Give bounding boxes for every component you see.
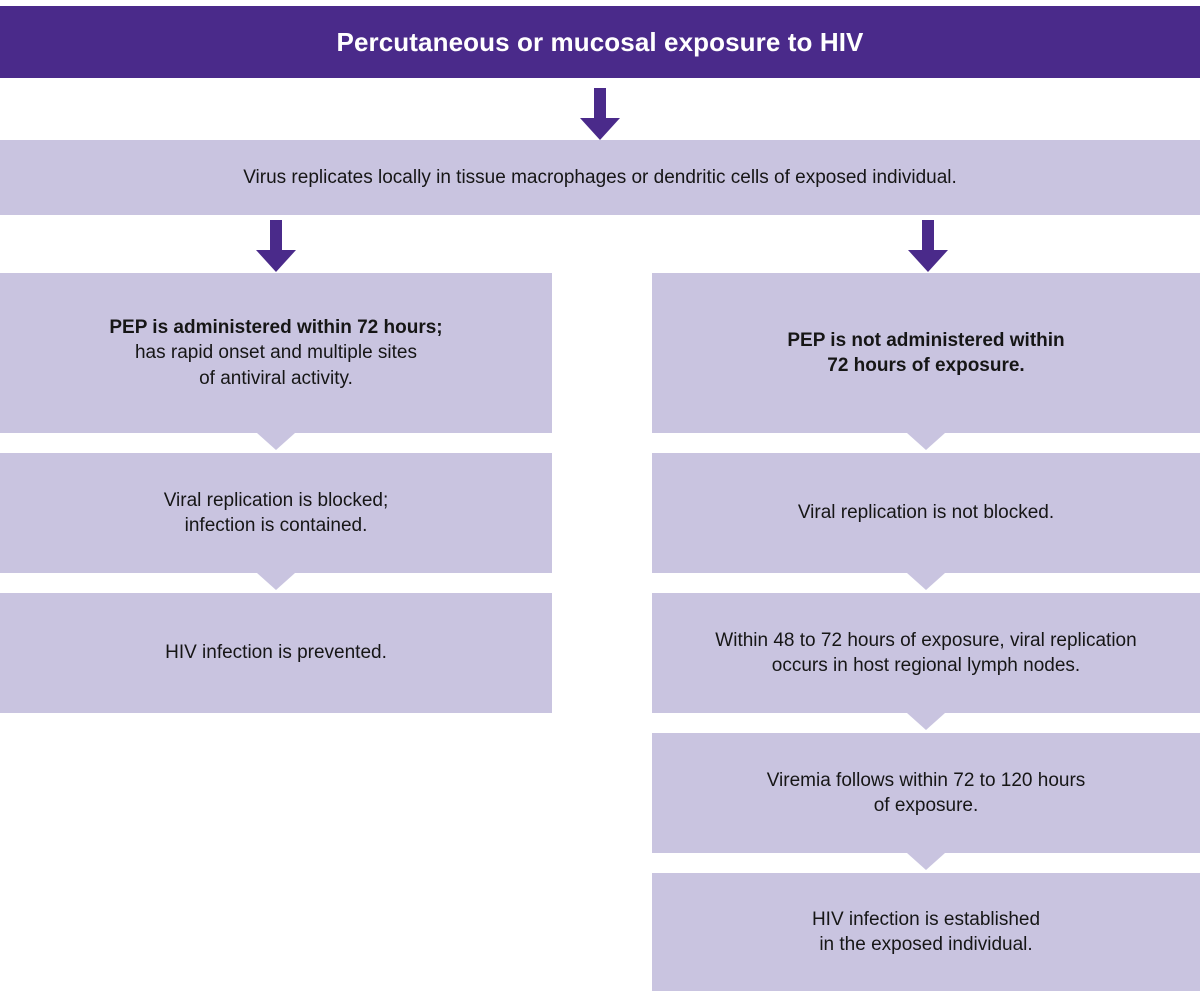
node-right-step-2: Viral replication is not blocked.	[652, 453, 1200, 573]
node-right-step-3: Within 48 to 72 hours of exposure, viral…	[652, 593, 1200, 713]
header-banner: Percutaneous or mucosal exposure to HIV	[0, 6, 1200, 78]
node-left-step-3-text: HIV infection is prevented.	[165, 640, 387, 665]
page-title: Percutaneous or mucosal exposure to HIV	[336, 26, 864, 57]
node-left-step-3-line-1: HIV infection is prevented.	[165, 642, 387, 664]
node-right-step-5-line-1: HIV infection is established	[811, 908, 1041, 930]
node-right-step-2-line-1: Viral replication is not blocked.	[797, 502, 1055, 524]
node-shared-step-text: Virus replicates locally in tissue macro…	[243, 166, 957, 188]
arrow-shaft	[270, 220, 282, 252]
node-left-step-1-line-1: PEP is administered within 72 hours;	[109, 317, 443, 339]
node-right-step-2-text: Viral replication is not blocked.	[798, 500, 1054, 525]
node-right-step-4-text: Viremia follows within 72 to 120 hours o…	[767, 768, 1086, 818]
node-right-step-5-text: HIV infection is established in the expo…	[812, 907, 1040, 957]
node-left-step-1-line-2: has rapid onset and multiple sites	[134, 342, 417, 364]
node-right-step-3-line-1: Within 48 to 72 hours of exposure, viral…	[715, 629, 1137, 651]
node-left-step-1: PEP is administered within 72 hours; has…	[0, 273, 552, 433]
node-left-step-2-line-1: Viral replication is blocked;	[163, 489, 389, 511]
node-right-step-3-text: Within 48 to 72 hours of exposure, viral…	[715, 628, 1136, 678]
node-right-step-5: HIV infection is established in the expo…	[652, 873, 1200, 991]
node-right-step-1-text: PEP is not administered within 72 hours …	[787, 328, 1064, 378]
arrow-head-icon	[256, 250, 296, 272]
arrow-head-icon	[908, 250, 948, 272]
node-right-step-1-line-2: 72 hours of exposure.	[827, 355, 1025, 376]
node-left-step-1-line-3: of antiviral activity.	[199, 367, 353, 389]
node-right-step-1-line-1: PEP is not administered within	[787, 329, 1065, 351]
connector-right-2-to-3	[907, 573, 945, 590]
node-right-step-5-line-2: in the exposed individual.	[819, 934, 1033, 955]
arrow-to-right-branch	[908, 220, 948, 272]
arrow-shaft	[922, 220, 934, 252]
connector-left-1-to-2	[257, 433, 295, 450]
arrow-head-icon	[580, 118, 620, 140]
node-left-step-2-text: Viral replication is blocked; infection …	[164, 488, 389, 538]
node-right-step-4: Viremia follows within 72 to 120 hours o…	[652, 733, 1200, 853]
connector-right-3-to-4	[907, 713, 945, 730]
node-shared-step: Virus replicates locally in tissue macro…	[0, 140, 1200, 215]
connector-right-4-to-5	[907, 853, 945, 870]
node-right-step-4-line-1: Viremia follows within 72 to 120 hours	[766, 769, 1086, 791]
connector-right-1-to-2	[907, 433, 945, 450]
node-left-step-2-line-2: infection is contained.	[184, 515, 368, 536]
node-left-step-1-text: PEP is administered within 72 hours; has…	[109, 315, 442, 390]
node-right-step-1: PEP is not administered within 72 hours …	[652, 273, 1200, 433]
arrow-header-to-shared-step	[580, 88, 620, 140]
node-right-step-4-line-2: of exposure.	[873, 795, 979, 816]
connector-left-2-to-3	[257, 573, 295, 590]
arrow-to-left-branch	[256, 220, 296, 272]
node-left-step-2: Viral replication is blocked; infection …	[0, 453, 552, 573]
node-right-step-3-line-2: occurs in host regional lymph nodes.	[771, 655, 1081, 676]
node-left-step-3: HIV infection is prevented.	[0, 593, 552, 713]
arrow-shaft	[594, 88, 606, 120]
